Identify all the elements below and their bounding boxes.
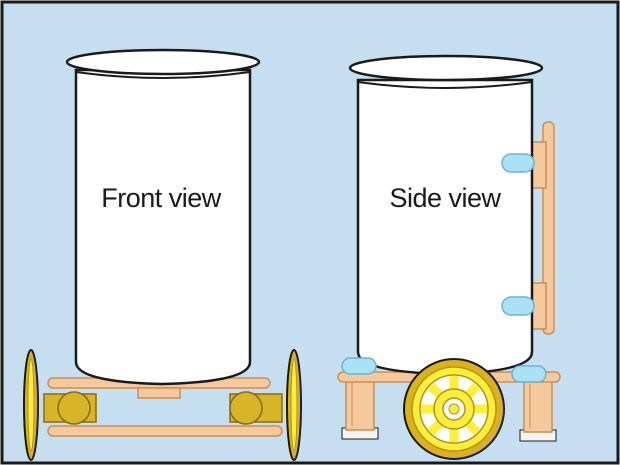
side-clip-base-right xyxy=(511,365,547,383)
front-left-motor xyxy=(43,391,97,425)
side-left-leg xyxy=(341,377,379,440)
side-can-lid-rim xyxy=(357,81,533,89)
side-clip-base-left xyxy=(341,357,377,375)
front-right-wheel xyxy=(286,349,302,461)
side-view-label: Side view xyxy=(389,183,501,213)
front-view: Front view xyxy=(23,48,302,461)
side-wheel xyxy=(403,358,505,460)
front-can-lid-rim xyxy=(75,71,251,79)
front-center-block xyxy=(137,387,181,399)
side-clip-upper xyxy=(501,153,535,173)
side-can-lid xyxy=(348,54,544,82)
side-view: Side view xyxy=(337,54,561,460)
side-right-leg xyxy=(519,379,557,442)
front-can-body xyxy=(74,68,252,386)
front-lower-bar xyxy=(47,425,283,437)
front-left-wheel xyxy=(23,349,39,461)
front-can-lid xyxy=(65,48,261,76)
side-can-body xyxy=(356,78,534,376)
front-right-motor xyxy=(229,391,283,425)
front-view-label: Front view xyxy=(101,183,222,213)
side-clip-lower xyxy=(501,296,535,316)
